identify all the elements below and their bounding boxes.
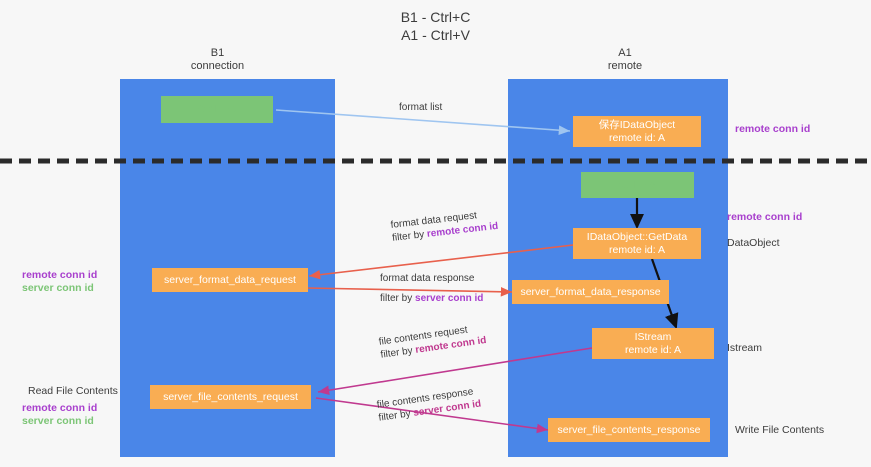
box-save-idataobject-line2: remote id: A bbox=[608, 131, 666, 144]
box-ctrl-v[interactable]: Ctrl + V bbox=[581, 172, 694, 198]
box-save-idataobject[interactable]: 保存IDataObject remote id: A bbox=[573, 116, 701, 147]
box-idataobject-getdata-line2: remote id: A bbox=[608, 243, 666, 256]
column-header-b1-name: B1 bbox=[210, 47, 225, 59]
column-header-a1-sub: remote bbox=[607, 60, 643, 72]
box-server-file-contents-request-label: server_file_contents_request bbox=[163, 390, 298, 403]
caption-format-data-request-prefix: filter by bbox=[391, 228, 428, 244]
label-left-remote-conn-id: remote conn id bbox=[22, 269, 98, 281]
box-ctrl-c[interactable]: Ctrl + C bbox=[161, 96, 273, 123]
caption-file-contents-request-prefix: filter by bbox=[379, 344, 417, 361]
box-istream-line2: remote id: A bbox=[624, 343, 682, 356]
label-left-server-conn-id: server conn id bbox=[22, 282, 94, 294]
label-right-istream: Istream bbox=[727, 342, 763, 354]
box-ctrl-v-label: Ctrl + V bbox=[618, 178, 657, 191]
caption-file-contents-response: file contents response filter by server … bbox=[376, 385, 482, 425]
label-right-remote-conn-id-mid: remote conn id bbox=[727, 211, 803, 223]
box-ctrl-c-label: Ctrl + C bbox=[198, 103, 236, 115]
caption-format-data-response-line2: filter by server conn id bbox=[380, 292, 483, 305]
caption-format-data-response: format data response filter by server co… bbox=[380, 272, 483, 305]
column-header-a1-name: A1 bbox=[618, 47, 632, 59]
box-server-file-contents-request[interactable]: server_file_contents_request bbox=[150, 385, 311, 409]
caption-file-contents-response-prefix: filter by bbox=[377, 407, 415, 424]
caption-format-list: format list bbox=[399, 101, 442, 114]
caption-format-data-response-key: server conn id bbox=[415, 293, 484, 304]
box-istream-line1: IStream bbox=[634, 330, 672, 343]
caption-format-list-line1: format list bbox=[399, 102, 443, 113]
caption-format-data-request: format data request filter by remote con… bbox=[390, 207, 499, 245]
label-right-remote-conn-id-top: remote conn id bbox=[735, 123, 811, 135]
title-line-2: A1 - Ctrl+V bbox=[401, 27, 470, 43]
column-header-b1-sub: connection bbox=[190, 60, 245, 72]
box-server-format-data-request[interactable]: server_format_data_request bbox=[152, 268, 308, 292]
box-server-format-data-response-label: server_format_data_response bbox=[520, 285, 661, 298]
title-line-1: B1 - Ctrl+C bbox=[400, 9, 471, 25]
label-left-server-conn-id-2: server conn id bbox=[22, 415, 94, 427]
box-server-format-data-response[interactable]: server_format_data_response bbox=[512, 280, 669, 304]
box-idataobject-getdata[interactable]: IDataObject::GetData remote id: A bbox=[573, 228, 701, 259]
label-right-dataobject: DataObject bbox=[727, 237, 780, 249]
box-idataobject-getdata-line1: IDataObject::GetData bbox=[586, 230, 688, 243]
column-header-b1: B1 connection bbox=[140, 47, 295, 73]
label-left-read-file-contents: Read File Contents bbox=[28, 385, 118, 397]
box-server-file-contents-response[interactable]: server_file_contents_response bbox=[548, 418, 710, 442]
box-server-file-contents-response-label: server_file_contents_response bbox=[557, 423, 701, 436]
caption-format-data-response-prefix: filter by bbox=[380, 293, 416, 304]
column-header-a1: A1 remote bbox=[540, 47, 710, 73]
label-left-remote-conn-id-2: remote conn id bbox=[22, 402, 98, 414]
caption-file-contents-request: file contents request filter by remote c… bbox=[378, 321, 487, 362]
box-istream[interactable]: IStream remote id: A bbox=[592, 328, 714, 359]
box-server-format-data-request-label: server_format_data_request bbox=[164, 273, 296, 286]
diagram-title: B1 - Ctrl+C A1 - Ctrl+V bbox=[0, 8, 871, 44]
label-right-write-file-contents: Write File Contents bbox=[735, 424, 825, 436]
box-save-idataobject-line1: 保存IDataObject bbox=[598, 118, 676, 131]
caption-format-data-response-line1: format data response bbox=[380, 273, 475, 284]
